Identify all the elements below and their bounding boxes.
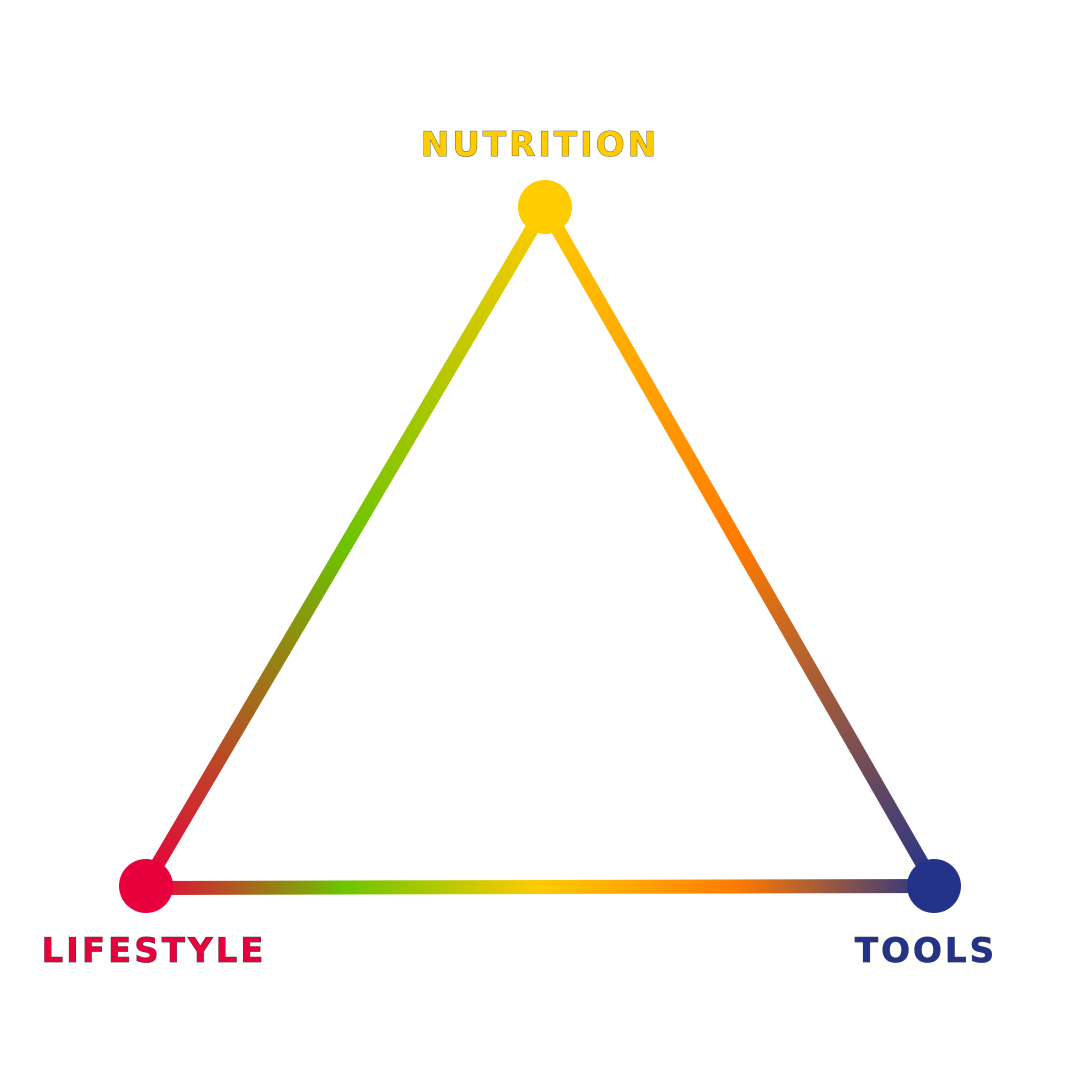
nutrition-label: NUTRITION [421, 125, 659, 165]
edge-lifestyle-tools [139, 879, 941, 895]
edge-nutrition-tools [538, 200, 941, 891]
tools-node-dot [907, 859, 961, 913]
tools-label: TOOLS [855, 931, 997, 971]
lifestyle-label: LIFESTYLE [42, 931, 267, 971]
lifestyle-node-dot [119, 859, 173, 913]
edge-lifestyle-nutrition [139, 200, 552, 891]
nutrition-node-dot [518, 180, 572, 234]
